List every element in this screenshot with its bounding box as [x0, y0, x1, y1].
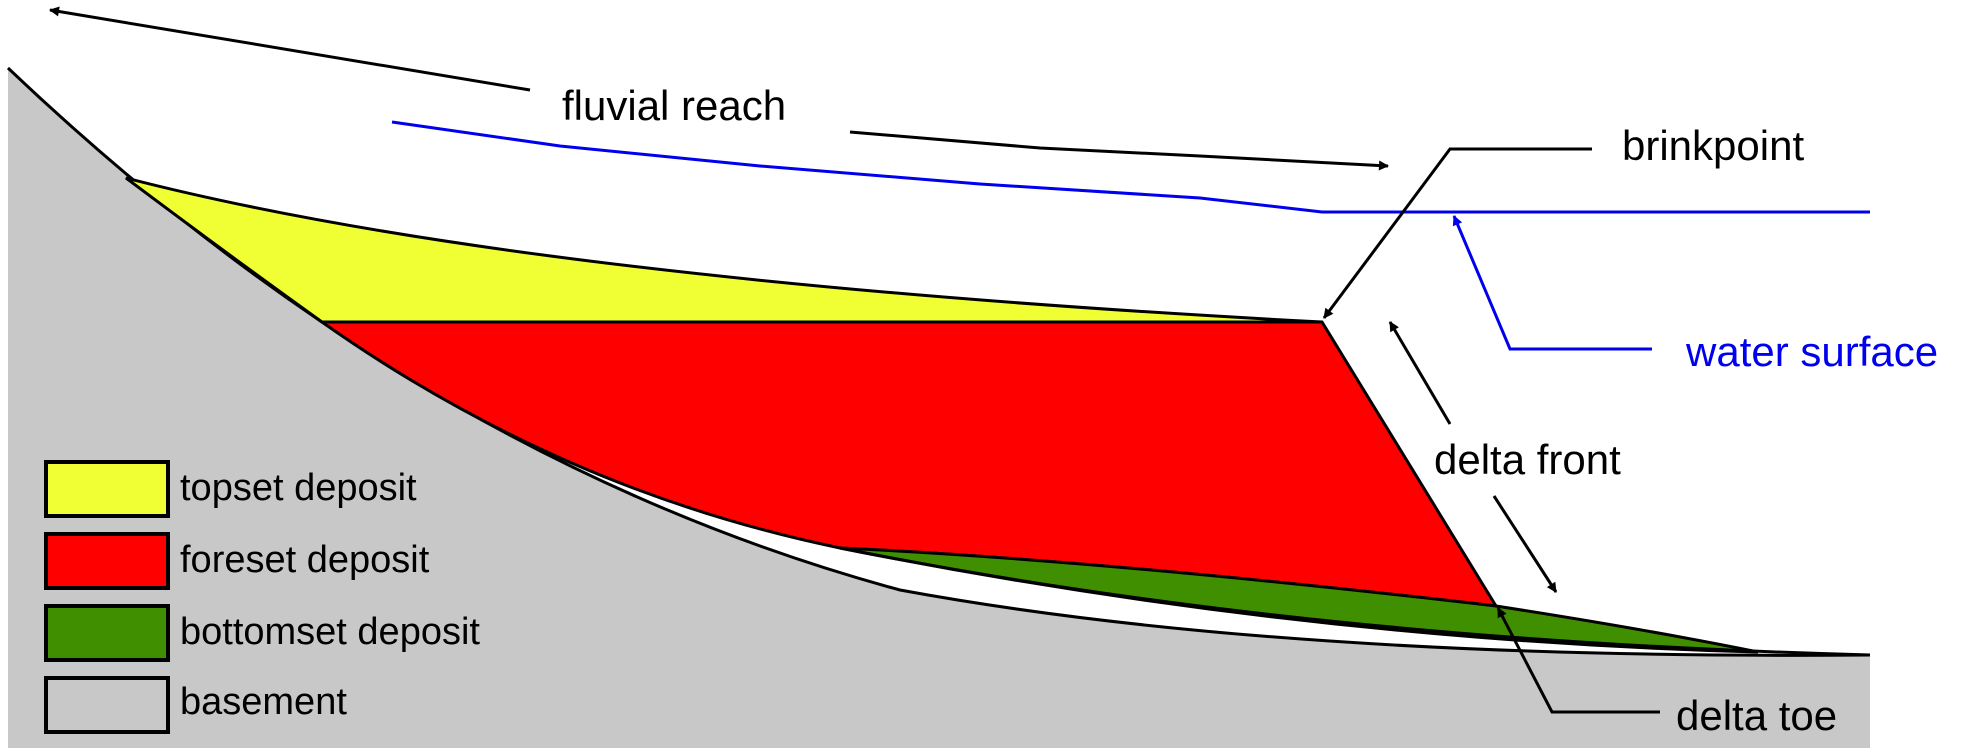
- water-surface-leader-arrow: [1452, 215, 1652, 351]
- delta-toe-label: delta toe: [1676, 692, 1837, 739]
- legend-label-topset: topset deposit: [180, 467, 417, 509]
- fluvial-reach-label: fluvial reach: [562, 82, 786, 129]
- legend-label-foreset: foreset deposit: [180, 539, 430, 581]
- basement-region: [8, 68, 1870, 748]
- fluvial-reach-left-arrow: [49, 6, 531, 92]
- delta-toe-leader-arrow: [1496, 607, 1660, 714]
- legend-label-bottomset: bottomset deposit: [180, 611, 480, 653]
- water-surface-line: [391, 120, 1870, 214]
- legend-swatch-topset: [44, 460, 170, 518]
- legend-label-basement: basement: [180, 681, 347, 723]
- legend: topset deposit foreset deposit bottomset…: [44, 460, 480, 734]
- topset-deposit: [125, 176, 1323, 324]
- legend-swatch-foreset: [44, 532, 170, 590]
- brinkpoint-leader-arrow: [1322, 147, 1592, 319]
- water-surface-label: water surface: [1685, 328, 1938, 375]
- delta-front-upper-arrow: [1388, 321, 1452, 425]
- legend-swatch-basement: [44, 676, 170, 734]
- bottomset-base-line: [839, 546, 1871, 657]
- delta-front-label: delta front: [1434, 436, 1621, 483]
- bottomset-deposit: [839, 546, 1759, 654]
- legend-swatch-bottomset: [44, 604, 170, 662]
- fluvial-reach-right-arrow: [849, 130, 1389, 171]
- brinkpoint-label: brinkpoint: [1622, 122, 1804, 169]
- delta-front-lower-arrow: [1492, 495, 1558, 593]
